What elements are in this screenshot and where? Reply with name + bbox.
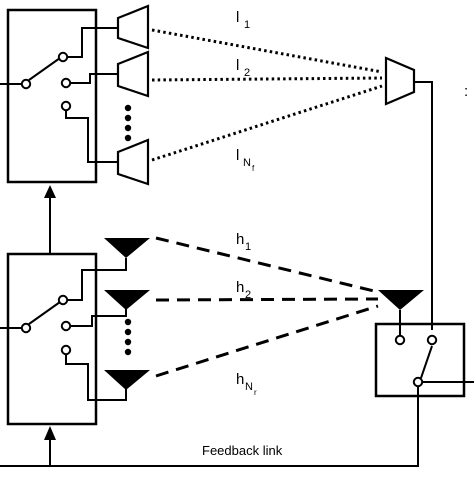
feedback-label: Feedback link xyxy=(202,443,283,458)
lower-antenna-2 xyxy=(104,290,150,310)
svg-text:h: h xyxy=(236,231,244,248)
upper-element-2 xyxy=(116,50,150,98)
svg-text:1: 1 xyxy=(245,241,251,253)
lower-dots xyxy=(124,318,132,356)
lower-antenna-n xyxy=(104,370,150,390)
svg-text:N: N xyxy=(243,157,251,169)
feedback-link xyxy=(0,396,419,467)
receiver-switch-box xyxy=(374,322,474,398)
label-lnf: l N f xyxy=(236,147,255,173)
lower-switch-box xyxy=(0,252,127,426)
label-h1: h 1 xyxy=(236,231,251,253)
receiver-element xyxy=(384,56,433,330)
svg-text:h: h xyxy=(236,279,244,296)
arrow-up-lower-to-upper xyxy=(44,185,56,254)
svg-text:f: f xyxy=(252,164,255,173)
lower-dashed-links xyxy=(155,236,379,378)
upper-element-1 xyxy=(116,4,150,50)
svg-text:l: l xyxy=(236,147,239,164)
label-l1: l 1 xyxy=(236,9,250,31)
svg-text:2: 2 xyxy=(244,67,250,79)
svg-text:l: l xyxy=(236,9,239,26)
label-h2: h 2 xyxy=(236,279,251,301)
receiver-antenna xyxy=(378,290,424,336)
upper-dotted-links xyxy=(151,28,383,162)
svg-text:N: N xyxy=(245,381,253,393)
label-l2: l 2 xyxy=(236,57,250,79)
svg-text:2: 2 xyxy=(245,289,251,301)
svg-text:h: h xyxy=(236,371,244,388)
upper-element-n xyxy=(116,138,150,186)
upper-dots xyxy=(124,104,132,142)
svg-text:l: l xyxy=(236,57,239,74)
label-hnr: h N r xyxy=(236,371,257,397)
svg-text:r: r xyxy=(254,388,257,397)
svg-text:1: 1 xyxy=(244,19,250,31)
upper-switch-box xyxy=(0,8,118,184)
lower-antenna-1 xyxy=(104,238,150,258)
stray-mark: : xyxy=(464,83,468,100)
